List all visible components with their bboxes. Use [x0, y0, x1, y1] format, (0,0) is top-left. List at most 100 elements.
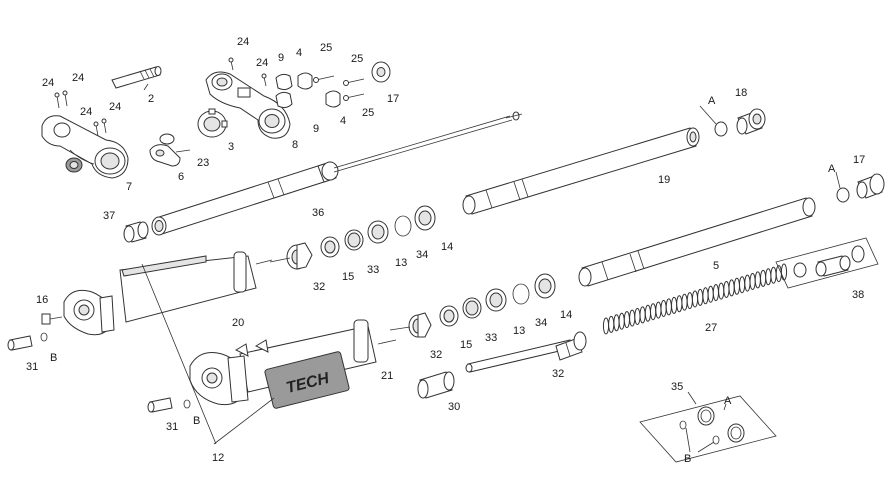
label-37: 37	[103, 210, 115, 222]
spring-coil	[665, 298, 672, 316]
lower-triple-clamp-part-7	[41, 115, 129, 179]
axle-pin-part-31-a	[7, 335, 33, 351]
label-b: B	[50, 352, 57, 364]
bushing-part-37	[123, 221, 149, 243]
bracket-part-6	[149, 133, 181, 167]
spring-coil	[749, 273, 756, 290]
label-13: 13	[395, 257, 407, 269]
spring-coil	[691, 290, 699, 308]
o-ring-a-upper	[714, 121, 728, 137]
clamp-part-9	[275, 73, 293, 109]
label-16: 16	[36, 294, 48, 306]
seal-stack-lower	[389, 273, 556, 338]
label-13: 13	[513, 325, 525, 337]
cartridge-part-30	[417, 371, 455, 399]
spring-coil	[644, 304, 652, 322]
label-14: 14	[441, 241, 453, 253]
spring-coil	[718, 282, 725, 300]
spring-coil	[760, 269, 767, 287]
cap-part-18	[736, 108, 766, 135]
clip-part-34-b	[512, 283, 530, 305]
label-9: 9	[313, 123, 319, 135]
spring-coil	[681, 293, 688, 311]
spring-coil	[686, 292, 693, 310]
label-32: 32	[313, 281, 325, 293]
label-35: 35	[671, 381, 683, 393]
spring-coil	[671, 296, 678, 314]
spring-coil	[712, 284, 720, 302]
label-12: 12	[212, 452, 224, 464]
label-b: B	[684, 453, 691, 465]
label-15: 15	[342, 271, 354, 283]
label-24: 24	[72, 72, 84, 84]
spring-coil	[744, 274, 751, 292]
leader-lines	[141, 83, 841, 453]
spring-coil	[733, 277, 741, 295]
clip-part-34-a	[394, 215, 412, 237]
label-24: 24	[256, 57, 268, 69]
cap-nut-part-17-upper	[371, 61, 391, 83]
outer-tube-part-36	[151, 111, 523, 236]
spring-coil	[728, 279, 735, 297]
spring-coil	[697, 288, 704, 306]
label-b: B	[193, 415, 200, 427]
spring-coil	[702, 287, 709, 305]
label-3: 3	[228, 141, 234, 153]
adjuster-nut-part-3	[197, 108, 228, 138]
label-24: 24	[237, 36, 249, 48]
label-14: 14	[560, 309, 572, 321]
label-7: 7	[126, 181, 132, 193]
o-ring-kit-part-35	[639, 395, 777, 463]
inner-tube-part-19	[462, 127, 700, 215]
spring-coil	[676, 295, 683, 313]
label-33: 33	[367, 264, 379, 276]
spring-coil	[623, 311, 631, 329]
label-9: 9	[278, 52, 284, 64]
spring-coil	[707, 285, 714, 303]
label-2: 2	[148, 93, 154, 105]
bolt-part-16	[41, 313, 63, 325]
label-15: 15	[460, 339, 472, 351]
label-17: 17	[853, 154, 865, 166]
seal-stack-upper	[269, 205, 436, 270]
spring-coil	[754, 271, 761, 289]
label-33: 33	[485, 332, 497, 344]
label-a: A	[708, 95, 716, 107]
label-25: 25	[320, 42, 332, 54]
spring-coil	[650, 303, 657, 321]
spring-coil	[770, 266, 777, 284]
label-5: 5	[713, 260, 719, 272]
label-a: A	[828, 163, 836, 175]
label-31: 31	[166, 421, 178, 433]
spring-coil	[723, 281, 730, 298]
spring-coil	[660, 300, 667, 317]
spring-coil	[602, 317, 610, 335]
spring-coil	[639, 306, 646, 324]
bolts-part-24	[54, 57, 267, 137]
label-36: 36	[312, 207, 324, 219]
spring-coil	[608, 315, 615, 333]
spring-coil	[765, 268, 772, 286]
screws-part-25	[313, 75, 365, 101]
label-25: 25	[362, 107, 374, 119]
spring-coil	[629, 309, 636, 327]
spring-coil	[655, 301, 662, 319]
top-clamp-assembly	[41, 57, 391, 179]
label-21: 21	[381, 370, 393, 382]
o-ring-b-lower	[183, 399, 191, 409]
spring-coil	[739, 276, 746, 294]
spacer-kit-part-38	[775, 237, 879, 289]
label-27: 27	[705, 322, 717, 334]
label-a: A	[724, 395, 732, 407]
label-4: 4	[296, 47, 302, 59]
spring-coil	[780, 263, 788, 281]
o-ring-b-left	[40, 332, 48, 342]
steering-stem-part-2	[111, 66, 162, 89]
label-30: 30	[448, 401, 460, 413]
clamp-part-4	[297, 72, 341, 108]
label-8: 8	[292, 139, 298, 151]
label-34: 34	[535, 317, 547, 329]
label-20: 20	[232, 317, 244, 329]
label-24: 24	[109, 101, 121, 113]
